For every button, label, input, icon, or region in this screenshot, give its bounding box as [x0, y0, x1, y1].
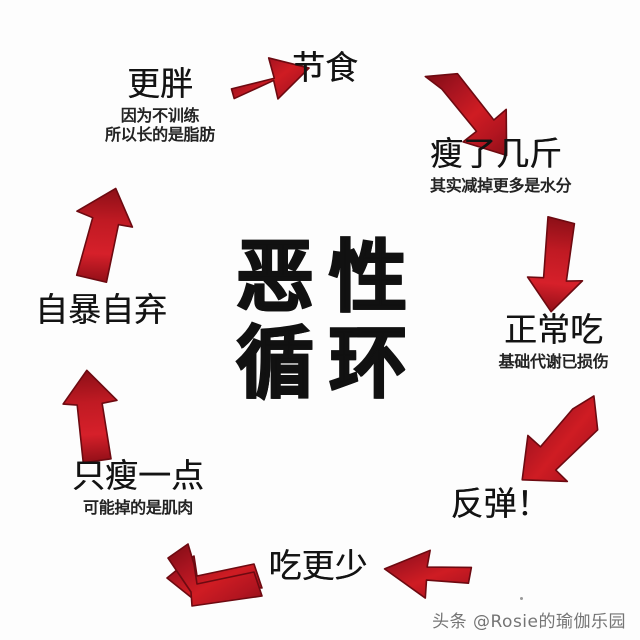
node-normal-label: 正常吃	[504, 310, 603, 349]
node-onlylittle-label: 只瘦一点	[72, 456, 204, 495]
arrow-lost-to-normal	[521, 213, 593, 317]
node-fatter-sub-line2: 所以长的是脂肪	[105, 125, 215, 145]
node-giveup: 自暴自弃	[8, 290, 194, 329]
arrow-eatless-to-onlylittle	[164, 542, 264, 607]
arrow-onlylittle-to-giveup	[57, 366, 130, 466]
center-title: 恶 性 循 环	[228, 236, 414, 408]
node-lost: 瘦了几斤 其实减掉更多是水分	[430, 134, 640, 195]
node-onlylittle-sub: 可能掉的是肌肉	[83, 497, 193, 517]
node-normal-sub: 基础代谢已损伤	[498, 351, 609, 371]
node-lost-label: 瘦了几斤	[430, 134, 562, 173]
watermark-dot	[520, 597, 523, 600]
node-fatter: 更胖 因为不训练 所以长的是脂肪	[60, 64, 260, 145]
node-normal: 正常吃 基础代谢已损伤	[466, 310, 640, 371]
arrow-giveup-to-fatter	[60, 185, 142, 292]
node-giveup-label: 自暴自弃	[35, 290, 167, 329]
center-title-char-2: 性	[328, 233, 408, 324]
arrow-fatter-to-diet	[224, 41, 317, 113]
watermark: 头条 @Rosie的瑜伽乐园	[432, 612, 626, 632]
node-rebound: 反弹！	[430, 484, 570, 523]
node-eatless-label: 吃更少	[268, 546, 368, 585]
node-lost-sub: 其实减掉更多是水分	[430, 175, 572, 195]
node-diet-label: 节食	[292, 48, 358, 87]
node-fatter-sub-line1: 因为不训练	[120, 105, 200, 125]
arrow-rebound-to-eatless	[377, 543, 475, 610]
node-diet: 节食	[245, 48, 405, 87]
node-eatless: 吃更少	[238, 546, 398, 585]
center-title-char-4: 环	[328, 319, 408, 410]
node-fatter-label: 更胖	[127, 64, 193, 103]
center-title-char-1: 恶	[235, 233, 315, 324]
center-title-char-3: 循	[235, 319, 315, 410]
node-onlylittle: 只瘦一点 可能掉的是肌肉	[38, 456, 238, 517]
arrow-normal-to-rebound	[510, 392, 602, 483]
node-rebound-label: 反弹！	[450, 484, 550, 523]
arrow-diet-to-lost	[419, 70, 516, 159]
